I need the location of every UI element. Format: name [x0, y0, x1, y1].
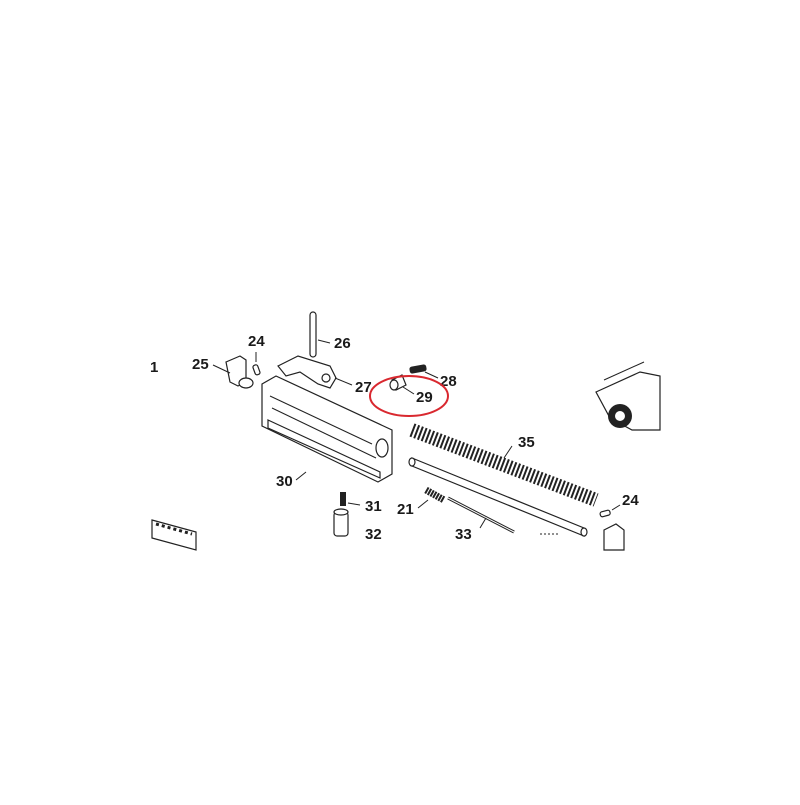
part-31-pin	[340, 492, 361, 506]
part-24-pin-right	[599, 504, 621, 518]
part-35-guide-rod	[408, 457, 588, 537]
part-33-rod	[447, 496, 515, 534]
label-24-right: 24	[622, 492, 639, 509]
partial-part-right-bracket	[603, 523, 625, 551]
partial-part-right-assembly	[595, 361, 661, 431]
label-28: 28	[440, 373, 457, 390]
label-31: 31	[365, 498, 382, 515]
part-30-receiver	[261, 375, 393, 483]
label-27: 27	[355, 379, 372, 396]
label-21: 21	[397, 501, 414, 518]
part-29-cylinder	[389, 374, 415, 395]
label-35: 35	[518, 434, 535, 451]
label-29: 29	[416, 389, 433, 406]
part-24-pin	[252, 352, 261, 376]
part-28-spring	[409, 364, 439, 379]
part-25-latch	[212, 355, 254, 389]
part-21-spring	[417, 486, 446, 509]
part-27-lever	[277, 355, 353, 389]
label-1: 1	[150, 359, 158, 376]
label-26: 26	[334, 335, 351, 352]
part-35-spring	[409, 423, 599, 507]
label-25: 25	[192, 356, 209, 373]
label-33: 33	[455, 526, 472, 543]
part-32-plunger	[333, 508, 349, 537]
partial-part-left-rail	[151, 519, 197, 551]
label-32: 32	[365, 526, 382, 543]
highlight-circle	[369, 375, 449, 417]
label-30: 30	[276, 473, 293, 490]
part-26-pin	[309, 311, 331, 358]
label-24-top: 24	[248, 333, 265, 350]
